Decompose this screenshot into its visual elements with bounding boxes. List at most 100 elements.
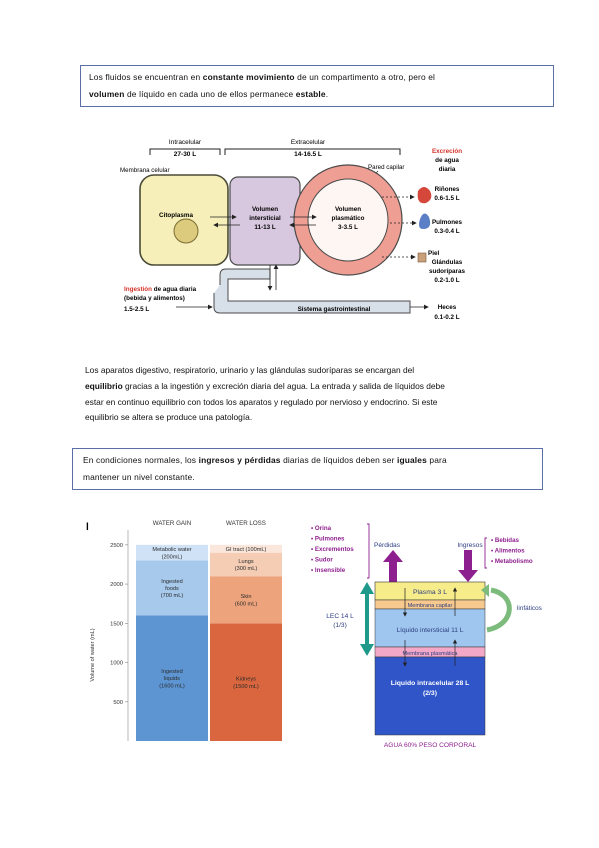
plasmatico-label-1: Volumen	[335, 206, 361, 213]
loss-item: • Insensible	[311, 567, 346, 574]
para-line-2: equilibrio gracias a la ingestión y excr…	[85, 380, 445, 391]
equilibrium-paragraph: Los aparatos digestivo, respiratorio, ur…	[85, 363, 515, 426]
box2-text: En condiciones normales, los ingresos y …	[83, 455, 447, 482]
segment-label: (700 mL)	[161, 593, 184, 599]
plasma-lumen	[307, 178, 389, 262]
piel-label: Piel	[428, 250, 439, 257]
intracelular-vol: 27-30 L	[174, 151, 196, 158]
plasma-label: Plasma 3 L	[413, 589, 447, 596]
bar-segment	[210, 544, 282, 553]
bar-segment	[210, 623, 282, 741]
lymphatic-arrow	[486, 587, 512, 633]
gastro-label: Sistema gastrointestinal	[298, 306, 371, 313]
segment-label: foods	[165, 586, 179, 592]
category-label: WATER LOSS	[226, 520, 266, 527]
perdidas-label: Pérdidas	[374, 542, 401, 549]
segment-label: (600 mL)	[235, 601, 258, 607]
panel-label: l	[86, 522, 89, 533]
gain-item: • Metabolismo	[491, 558, 533, 565]
segment-label: liquids	[164, 676, 180, 682]
loss-item: • Sudor	[311, 557, 333, 564]
extracelular-bracket	[224, 148, 401, 155]
lec-label: LEC 14 L	[326, 613, 354, 620]
normal-conditions-box: En condiciones normales, los ingresos y …	[72, 448, 543, 490]
bar-segment	[136, 560, 208, 616]
segment-label: (1600 mL)	[159, 683, 185, 689]
membrana-celular-label: Membrana celular	[120, 167, 170, 174]
intro-box: Los fluidos se encuentran en constante m…	[80, 65, 554, 107]
segment-label: GI tract (100mL)	[226, 547, 267, 553]
glandulas-label-1: Glándulas	[432, 259, 463, 266]
para-line-4: equilibrio se altera se produce una pato…	[85, 412, 253, 423]
intracelular-label: Liquido intracelular 28 L	[391, 680, 470, 687]
gains-bracket	[484, 537, 487, 569]
loss-arrow-head	[383, 550, 403, 562]
y-tick-label: 2000	[110, 582, 123, 588]
intersticial-label-3: 11-13 L	[254, 224, 276, 231]
kidney-icon	[417, 187, 432, 204]
membrana-plasmatica-label: Membrana plasmática	[402, 651, 458, 657]
glandulas-label-2: sudoríparas	[429, 268, 466, 275]
segment-label: (200mL)	[162, 554, 183, 560]
intersticial-label: Líquido intersticial 11 L	[397, 627, 464, 634]
lec-arrow-bottom	[360, 644, 374, 656]
excrecion-label: Excreción	[432, 148, 462, 155]
y-tick-label: 2500	[110, 543, 123, 549]
intracelular-bracket	[149, 148, 221, 155]
gain-item: • Alimentos	[491, 548, 525, 555]
excrecion-label-3: diaria	[439, 166, 456, 173]
fluid-compartments-diagram: Intracelular 27-30 L Extracelular 14-16.…	[120, 139, 466, 321]
linfaticos-label: linfáticos	[517, 605, 542, 612]
plasmatico-label-3: 3-3.5 L	[338, 224, 358, 231]
lec-arrow-top	[360, 582, 374, 594]
y-tick-label: 1000	[110, 661, 123, 667]
intersticial-label-1: Volumen	[252, 206, 278, 213]
losses-bracket	[367, 523, 370, 579]
segment-label: (300 mL)	[235, 566, 258, 572]
body-water-footer: AGUA 60% PESO CORPORAL	[384, 742, 477, 749]
ingresos-label: Ingresos	[457, 542, 483, 549]
nucleus	[173, 218, 199, 244]
para-line-1: Los aparatos digestivo, respiratorio, ur…	[85, 365, 415, 375]
segment-label: (1500 mL)	[233, 684, 259, 690]
loss-item: • Orina	[311, 525, 332, 532]
pared-capilar-label: Pared capilar	[368, 164, 404, 171]
gi-tract	[213, 268, 411, 314]
skin-icon	[417, 252, 427, 263]
gain-arrow-head	[458, 570, 478, 582]
gain-arrow-shaft	[464, 550, 472, 572]
y-axis-label: Volume of water (mL)	[90, 628, 96, 681]
heces-label: Heces	[438, 304, 457, 311]
bar-segment	[210, 552, 282, 577]
lymphatic-arrow-head	[481, 584, 489, 597]
ingestion-label: Ingestión de agua diaria	[124, 286, 197, 293]
lec-fraction: (1/3)	[333, 622, 347, 629]
extracelular-vol: 14-16.5 L	[294, 151, 322, 158]
loss-item: • Excrementos	[311, 546, 354, 553]
excrecion-label-2: de agua	[435, 157, 459, 164]
gain-item: • Bebidas	[491, 537, 520, 544]
heces-vol: 0.1-0.2 L	[434, 314, 459, 321]
extracelular-label: Extracelular	[291, 139, 326, 146]
ingestion-sub: (bebida y alimentos)	[124, 295, 185, 302]
plasmatico-label-2: plasmático	[332, 215, 365, 222]
segment-label: Skin	[241, 594, 252, 600]
pulmones-vol: 0.3-0.4 L	[434, 228, 459, 235]
para-line-3: estar en continuo equilibrio con todos l…	[85, 396, 438, 407]
ingestion-vol: 1.5-2.5 L	[124, 306, 149, 313]
rinones-vol: 0.6-1.5 L	[434, 195, 459, 202]
loss-arrow-shaft	[389, 560, 397, 582]
loss-item: • Pulmones	[311, 536, 345, 543]
rinones-label: Riñones	[435, 186, 460, 193]
glandulas-vol: 0.2-1.0 L	[434, 277, 459, 284]
bar-segment	[136, 544, 208, 561]
body-water-diagram: • Orina • Pulmones • Excrementos • Sudor • I…	[311, 523, 542, 749]
segment-label: Ingested	[161, 669, 182, 675]
segment-label: Lungs	[238, 559, 253, 565]
intracelular-fraction: (2/3)	[423, 690, 437, 697]
y-tick-label: 500	[113, 700, 123, 706]
water-balance-chart: l Volume of water (mL) 50010001500200025…	[86, 520, 282, 741]
membrana-capilar-label: Membrana capilar	[408, 603, 453, 609]
pulmones-label: Pulmones	[432, 219, 463, 226]
intracelular-box	[374, 656, 486, 736]
